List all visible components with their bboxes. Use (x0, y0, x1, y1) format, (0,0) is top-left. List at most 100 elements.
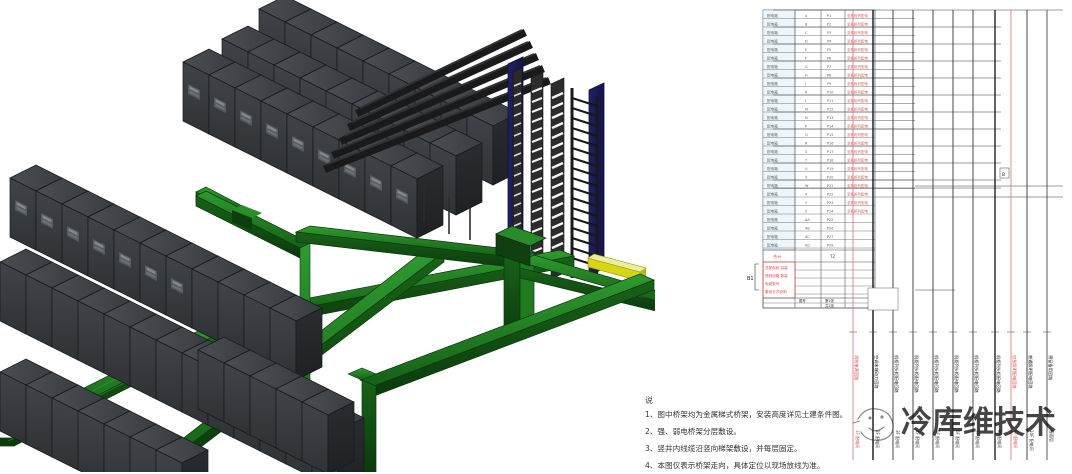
svg-text:配电箱: 配电箱 (767, 149, 778, 154)
svg-text:P17: P17 (827, 150, 833, 154)
svg-text:空调末端动力回路: 空调末端动力回路 (873, 355, 880, 389)
svg-text:P10: P10 (827, 91, 833, 95)
tray-junction-fitting (495, 225, 547, 267)
svg-text:第1张: 第1张 (825, 298, 835, 303)
svg-text:配电箱: 配电箱 (767, 124, 778, 129)
svg-text:配电箱: 配电箱 (767, 81, 778, 86)
svg-text:P11: P11 (827, 99, 833, 103)
svg-text:P15: P15 (827, 133, 833, 137)
vertical-cable-ladders (512, 67, 599, 282)
svg-text:配电箱: 配电箱 (767, 39, 778, 44)
riser-bottom-box (867, 287, 899, 311)
svg-text:至机柜列配电: 至机柜列配电 (847, 132, 868, 137)
svg-text:配电箱: 配电箱 (767, 217, 778, 222)
yellow-support-beam (587, 253, 647, 282)
svg-text:配电箱: 配电箱 (767, 234, 778, 239)
table-column-lines (794, 10, 846, 308)
riser-support-legs (423, 185, 471, 240)
svg-text:M: M (805, 108, 808, 112)
side-marker-bracket: B1 (747, 263, 759, 291)
svg-text:至机柜列配电: 至机柜列配电 (847, 47, 868, 52)
svg-text:配电箱: 配电箱 (767, 132, 778, 137)
svg-text:P28: P28 (827, 244, 833, 248)
svg-text:电缆型号: 电缆型号 (765, 281, 780, 286)
svg-text:B: B (1002, 172, 1005, 178)
svg-text:共1张: 共1张 (825, 303, 835, 308)
svg-text:C: C (805, 31, 808, 35)
svg-text:D: D (805, 40, 808, 44)
svg-text:至机柜列配电: 至机柜列配电 (847, 39, 868, 44)
svg-text:AA: AA (805, 218, 810, 222)
svg-text:P5: P5 (827, 48, 831, 52)
svg-text:机柜列头柜配电回路: 机柜列头柜配电回路 (913, 355, 920, 394)
svg-text:至机柜列配电: 至机柜列配电 (847, 98, 868, 103)
svg-text:机柜列头柜配电回路: 机柜列头柜配电回路 (973, 355, 980, 394)
isometric-3d-view (0, 0, 660, 472)
svg-text:至机柜列配电: 至机柜列配电 (847, 13, 868, 18)
svg-text:至机柜列配电: 至机柜列配电 (847, 22, 868, 27)
svg-text:总配电柜 容量: 总配电柜 容量 (765, 265, 788, 270)
svg-text:至机柜列配电: 至机柜列配电 (847, 209, 868, 214)
svg-text:P14: P14 (827, 125, 833, 129)
svg-text:机柜列头柜配电回路: 机柜列头柜配电回路 (893, 355, 900, 394)
svg-text:8F 配电间: 8F 配电间 (997, 430, 1003, 448)
svg-text:普通照明配电回路: 普通照明配电回路 (1027, 355, 1034, 389)
svg-text:P19: P19 (827, 167, 833, 171)
svg-text:U: U (805, 167, 808, 171)
svg-text:配电箱: 配电箱 (767, 73, 778, 78)
svg-text:W: W (805, 184, 809, 188)
svg-text:5F 配电间: 5F 配电间 (935, 430, 941, 448)
svg-text:机柜列头柜配电回路: 机柜列头柜配电回路 (953, 355, 960, 394)
svg-text:P27: P27 (827, 235, 833, 239)
svg-text:P22: P22 (827, 193, 833, 197)
svg-text:Q: Q (805, 133, 808, 137)
svg-text:配电箱: 配电箱 (767, 107, 778, 112)
svg-text:G: G (805, 65, 808, 69)
svg-text:P2: P2 (827, 23, 831, 27)
svg-text:消防电源回路: 消防电源回路 (853, 355, 860, 381)
svg-text:至机柜列配电: 至机柜列配电 (847, 158, 868, 163)
svg-text:馈线回路 数量: 馈线回路 数量 (765, 273, 788, 278)
svg-text:AD: AD (805, 244, 810, 248)
svg-text:J: J (804, 82, 806, 86)
svg-text:F: F (805, 57, 807, 61)
svg-text:Y: Y (805, 201, 808, 205)
svg-text:6F 配电间: 6F 配电间 (955, 430, 961, 448)
svg-text:E: E (805, 48, 807, 52)
svg-text:P6: P6 (827, 57, 831, 61)
svg-text:敷设方式说明: 敷设方式说明 (765, 289, 787, 294)
svg-text:7F 配电间: 7F 配电间 (975, 430, 981, 448)
svg-text:配电箱: 配电箱 (767, 30, 778, 35)
svg-text:10F 配电间: 10F 配电间 (1029, 430, 1035, 451)
svg-text:B: B (805, 23, 808, 27)
svg-text:配电箱: 配电箱 (767, 200, 778, 205)
svg-text:配电箱: 配电箱 (767, 115, 778, 120)
svg-text:至机柜列配电: 至机柜列配电 (847, 73, 868, 78)
svg-text:4F 配电间: 4F 配电间 (915, 430, 921, 448)
svg-text:9F 配电间: 9F 配电间 (1013, 430, 1019, 448)
svg-text:AB: AB (805, 227, 810, 231)
svg-text:配电箱: 配电箱 (767, 98, 778, 103)
svg-text:至机柜列配电: 至机柜列配电 (847, 192, 868, 197)
svg-text:配电箱: 配电箱 (767, 226, 778, 231)
svg-text:P23: P23 (827, 201, 833, 205)
svg-text:2F 配电间: 2F 配电间 (875, 430, 881, 448)
svg-text:机柜列头柜配电回路: 机柜列头柜配电回路 (933, 355, 940, 394)
svg-text:P9: P9 (827, 82, 831, 86)
svg-text:配电箱: 配电箱 (767, 192, 778, 197)
svg-text:Z: Z (805, 210, 808, 214)
svg-text:配电箱: 配电箱 (767, 175, 778, 180)
svg-text:K: K (805, 91, 808, 95)
svg-text:N: N (805, 116, 808, 120)
svg-text:至机柜列配电: 至机柜列配电 (847, 64, 868, 69)
side-marker-label: B1 (747, 276, 754, 282)
svg-text:图号: 图号 (799, 298, 806, 303)
svg-text:P20: P20 (827, 176, 833, 180)
svg-text:P4: P4 (827, 40, 831, 44)
svg-text:至机柜列配电: 至机柜列配电 (847, 81, 868, 86)
